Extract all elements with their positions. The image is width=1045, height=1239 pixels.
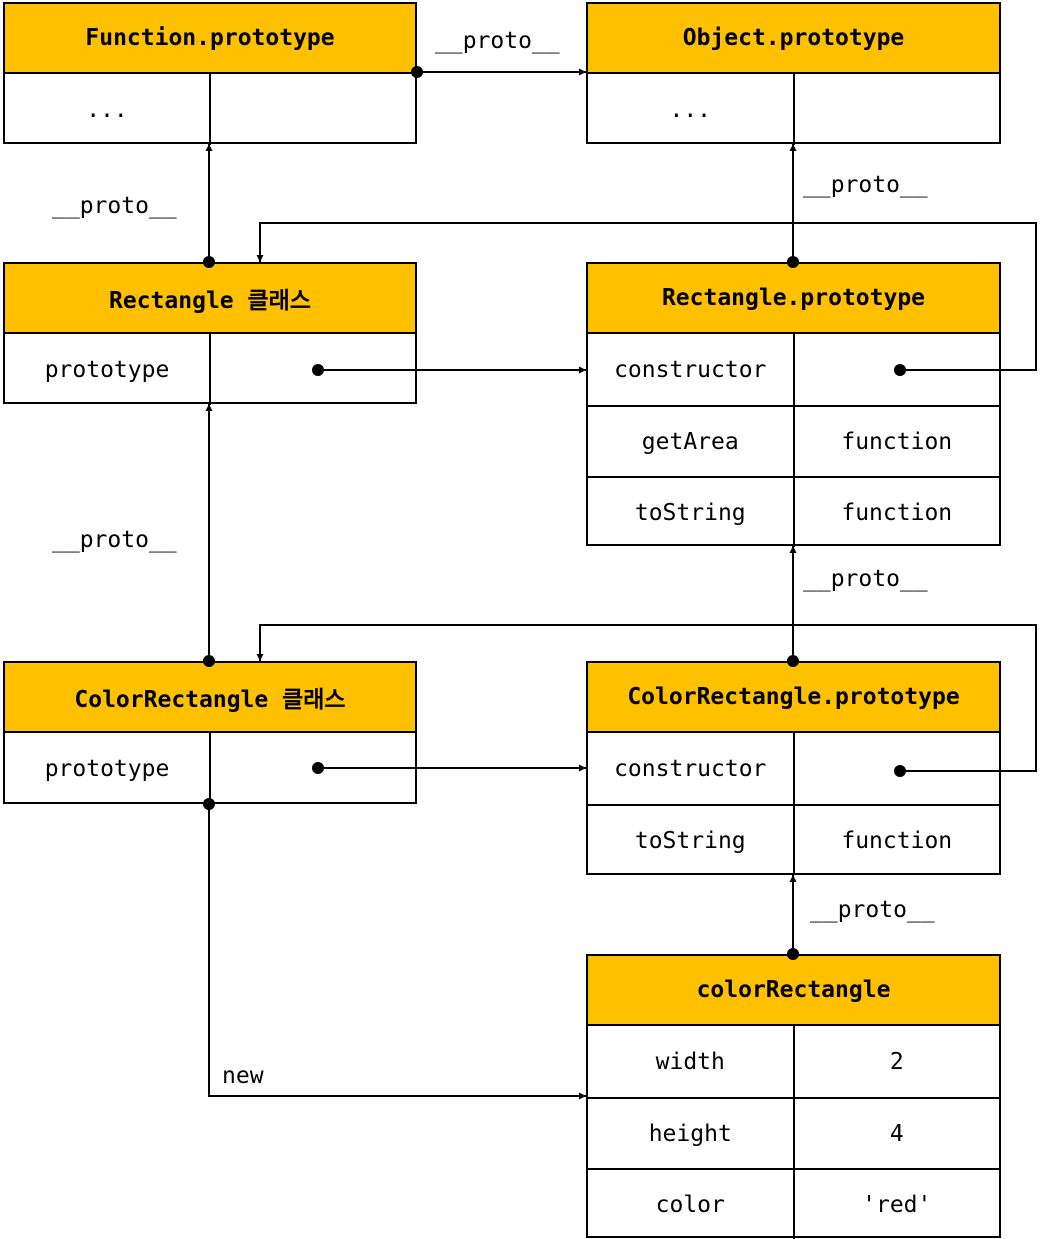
proto-label-colorrect-class: __proto__ <box>52 527 177 553</box>
row-key: toString <box>588 806 795 875</box>
row-key: height <box>588 1099 795 1168</box>
proto-label-function-object: __proto__ <box>435 28 560 54</box>
row-key: ... <box>5 74 211 145</box>
colorrectangle-prototype-box: ColorRectangle.prototype constructor toS… <box>586 661 1001 875</box>
box-title: colorRectangle <box>588 956 999 1026</box>
row-key: color <box>588 1170 795 1239</box>
row-value: function <box>841 499 953 526</box>
box-row: constructor <box>588 334 999 405</box>
object-prototype-box: Object.prototype ... <box>586 2 1001 145</box>
row-value: 'red' <box>862 1191 932 1218</box>
rectangle-class-box: Rectangle 클래스 prototype <box>3 262 417 405</box>
proto-label-colorrect-proto: __proto__ <box>803 566 928 592</box>
arrow-new-colorrect-class-to-instance <box>208 804 586 1100</box>
row-key: prototype <box>5 733 211 804</box>
connector-dot <box>312 762 324 774</box>
row-key: getArea <box>588 407 795 476</box>
box-title: Object.prototype <box>588 4 999 74</box>
connector-dot <box>411 66 423 78</box>
box-row: prototype <box>5 733 415 804</box>
connector-dot <box>312 364 324 376</box>
row-key: constructor <box>588 334 795 405</box>
row-value: function <box>841 428 953 455</box>
box-row: ... <box>5 74 415 145</box>
proto-label-instance: __proto__ <box>810 897 935 923</box>
rectangle-prototype-box: Rectangle.prototype constructor getArea … <box>586 262 1001 547</box>
box-row: color 'red' <box>588 1168 999 1239</box>
box-row: width 2 <box>588 1026 999 1097</box>
box-row: getArea function <box>588 405 999 476</box>
row-value: 2 <box>889 1048 904 1075</box>
proto-label-rect-class: __proto__ <box>52 193 177 219</box>
box-row: prototype <box>5 334 415 405</box>
function-prototype-box: Function.prototype ... <box>3 2 417 145</box>
box-row: height 4 <box>588 1097 999 1168</box>
connector-dot <box>203 655 215 667</box>
colorrectangle-class-box: ColorRectangle 클래스 prototype <box>3 661 417 804</box>
connector-dot <box>894 364 906 376</box>
box-title: Rectangle.prototype <box>588 264 999 334</box>
connector-dot <box>787 948 799 960</box>
connector-dot <box>894 765 906 777</box>
box-title: Function.prototype <box>5 4 415 74</box>
connector-dot <box>203 256 215 268</box>
connector-dot <box>787 655 799 667</box>
colorrectangle-instance-box: colorRectangle width 2 height 4 color 'r… <box>586 954 1001 1239</box>
proto-label-rect-proto: __proto__ <box>803 172 928 198</box>
box-title: ColorRectangle 클래스 <box>5 663 415 733</box>
row-key: width <box>588 1026 795 1097</box>
new-label: new <box>222 1063 264 1089</box>
row-key: constructor <box>588 733 795 804</box>
arrow-colorrect-constructor-to-colorrect-class <box>256 624 1037 772</box>
box-row: toString function <box>588 476 999 547</box>
row-key: ... <box>588 74 795 145</box>
connector-dot <box>203 798 215 810</box>
row-key: toString <box>588 478 795 547</box>
row-value: function <box>841 827 953 854</box>
box-title: ColorRectangle.prototype <box>588 663 999 733</box>
row-key: prototype <box>5 334 211 405</box>
box-row: toString function <box>588 804 999 875</box>
row-value: 4 <box>889 1120 904 1147</box>
box-row: constructor <box>588 733 999 804</box>
box-title: Rectangle 클래스 <box>5 264 415 334</box>
connector-dot <box>787 256 799 268</box>
box-row: ... <box>588 74 999 145</box>
arrow-rect-constructor-to-rect-class <box>256 222 1037 371</box>
